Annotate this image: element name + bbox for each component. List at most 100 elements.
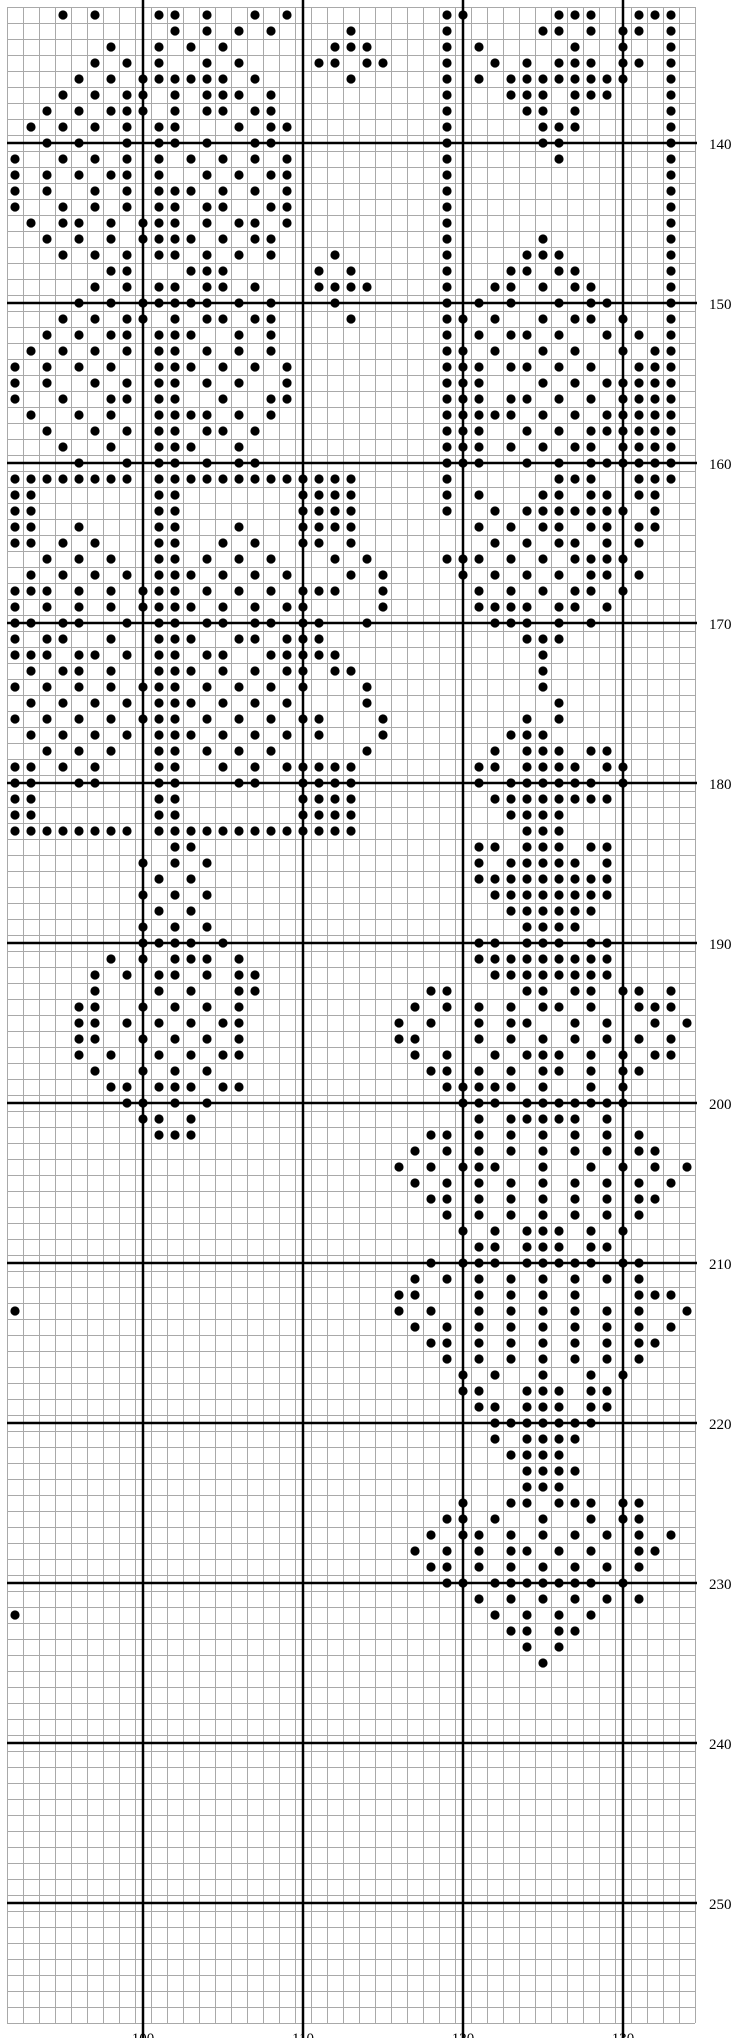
stitch-dot: [506, 1594, 515, 1603]
stitch-dot: [58, 394, 67, 403]
stitch-dot: [666, 410, 675, 419]
stitch-dot: [570, 106, 579, 115]
stitch-dot: [506, 778, 515, 787]
stitch-dot: [474, 1066, 483, 1075]
stitch-dot: [154, 522, 163, 531]
stitch-dot: [266, 106, 275, 115]
stitch-dot: [442, 90, 451, 99]
stitch-dot: [90, 730, 99, 739]
stitch-dot: [170, 810, 179, 819]
stitch-dot: [522, 1258, 531, 1267]
stitch-dot: [154, 938, 163, 947]
stitch-dot: [538, 1098, 547, 1107]
stitch-dot: [90, 122, 99, 131]
stitch-dot: [442, 1050, 451, 1059]
stitch-dot: [10, 186, 19, 195]
stitch-dot: [506, 1210, 515, 1219]
stitch-dot: [474, 1402, 483, 1411]
stitch-dot: [554, 426, 563, 435]
stitch-dot: [314, 810, 323, 819]
stitch-dot: [538, 922, 547, 931]
stitch-dot: [554, 330, 563, 339]
stitch-dot: [330, 298, 339, 307]
stitch-dot: [170, 858, 179, 867]
stitch-dot: [74, 218, 83, 227]
stitch-dot: [234, 1002, 243, 1011]
stitch-dot: [586, 298, 595, 307]
stitch-dot: [298, 506, 307, 515]
stitch-dot: [170, 714, 179, 723]
stitch-dot: [170, 586, 179, 595]
stitch-dot: [90, 986, 99, 995]
stitch-dot: [506, 1178, 515, 1187]
stitch-dot: [282, 218, 291, 227]
stitch-dot: [186, 986, 195, 995]
stitch-dot: [282, 826, 291, 835]
stitch-dot: [250, 154, 259, 163]
stitch-dot: [474, 1562, 483, 1571]
stitch-dot: [634, 1514, 643, 1523]
stitch-dot: [90, 826, 99, 835]
stitch-dot: [74, 1050, 83, 1059]
stitch-dot: [10, 378, 19, 387]
stitch-dot: [170, 442, 179, 451]
stitch-dot: [154, 794, 163, 803]
stitch-dot: [570, 1338, 579, 1347]
stitch-dot: [570, 74, 579, 83]
stitch-dot: [330, 474, 339, 483]
row-tick-label-140: 140: [709, 137, 732, 153]
stitch-dot: [634, 26, 643, 35]
stitch-dot: [442, 554, 451, 563]
stitch-dot: [154, 746, 163, 755]
stitch-dot: [10, 522, 19, 531]
stitch-dot: [538, 1338, 547, 1347]
stitch-dot: [106, 474, 115, 483]
stitch-dot: [154, 970, 163, 979]
stitch-dot: [170, 394, 179, 403]
stitch-dot: [346, 538, 355, 547]
stitch-dot: [538, 1450, 547, 1459]
stitch-dot: [186, 1018, 195, 1027]
stitch-dot: [106, 1050, 115, 1059]
stitch-dot: [154, 58, 163, 67]
stitch-dot: [170, 538, 179, 547]
stitch-dot: [186, 1082, 195, 1091]
stitch-dot: [666, 218, 675, 227]
stitch-dot: [666, 202, 675, 211]
stitch-dot: [186, 1050, 195, 1059]
stitch-dot: [154, 602, 163, 611]
stitch-dot: [138, 298, 147, 307]
stitch-dot: [490, 890, 499, 899]
stitch-dot: [538, 1082, 547, 1091]
stitch-dot: [58, 218, 67, 227]
stitch-dot: [330, 42, 339, 51]
stitch-dot: [538, 1226, 547, 1235]
stitch-dot: [442, 250, 451, 259]
stitch-dot: [458, 314, 467, 323]
stitch-dot: [554, 122, 563, 131]
stitch-dot: [666, 1002, 675, 1011]
stitch-dot: [538, 1130, 547, 1139]
stitch-dot: [634, 10, 643, 19]
stitch-dot: [570, 1306, 579, 1315]
stitch-dot: [666, 186, 675, 195]
stitch-dot: [458, 458, 467, 467]
stitch-dot: [314, 586, 323, 595]
stitch-dot: [458, 442, 467, 451]
stitch-dot: [154, 138, 163, 147]
stitch-dot: [474, 490, 483, 499]
stitch-dot: [458, 1578, 467, 1587]
stitch-dot: [26, 538, 35, 547]
stitch-dot: [346, 474, 355, 483]
stitch-dot: [26, 778, 35, 787]
stitch-dot: [458, 554, 467, 563]
stitch-dot: [266, 90, 275, 99]
stitch-dot: [170, 762, 179, 771]
stitch-dot: [618, 1050, 627, 1059]
stitch-dot: [362, 746, 371, 755]
stitch-dot: [586, 570, 595, 579]
stitch-dot: [634, 474, 643, 483]
stitch-dot: [474, 1306, 483, 1315]
stitch-dot: [618, 554, 627, 563]
stitch-dot: [602, 954, 611, 963]
